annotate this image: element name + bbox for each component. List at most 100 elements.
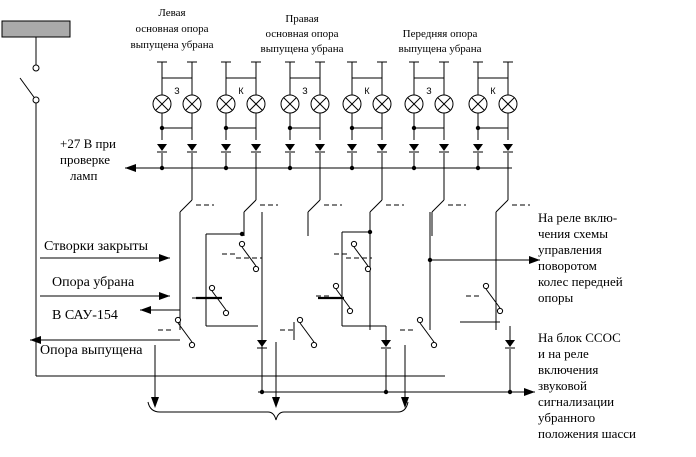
doors-closed-label: Створки закрыты: [44, 239, 149, 254]
turn-relay-label-5: колес передней: [538, 274, 623, 289]
ssos-label-6: убранного: [538, 410, 595, 425]
ssos-label-2: и на реле: [538, 346, 589, 361]
right-gear-states: выпущена убрана: [261, 43, 344, 55]
left-gear-contact-bottom: [192, 284, 230, 317]
upper-contact-2: [243, 199, 278, 236]
upper-contact-4: [369, 199, 404, 236]
output-diode-front: [505, 340, 515, 347]
junction-dot: [475, 165, 481, 171]
ssos-label-7: положения шасси: [538, 426, 636, 441]
turn-relay-label-3: управления: [538, 242, 602, 257]
contact-terminal: [310, 341, 318, 349]
test-diode: [473, 144, 483, 151]
left-gear-title-1: Левая: [158, 7, 185, 19]
sau-arrow: [140, 306, 151, 314]
right-gear-title-2: основная опора: [265, 28, 338, 40]
lamp-mark-6: К: [490, 86, 496, 96]
turn-relay-label-1: На реле вклю-: [538, 210, 617, 225]
contact-terminal: [222, 309, 230, 317]
contact-terminal: [364, 265, 372, 273]
test-diode: [377, 144, 387, 151]
gear-retracted-label: Опора убрана: [52, 275, 135, 290]
contact-terminal: [346, 307, 354, 315]
contact-terminal: [296, 316, 304, 324]
lamp-mark-5: З: [426, 86, 431, 96]
contact-terminal: [496, 307, 504, 315]
test-diode: [157, 144, 167, 151]
junction-dot: [223, 125, 229, 131]
lamp-test-label-3: ламп: [70, 168, 97, 183]
ssos-label-5: сигнализации: [538, 394, 614, 409]
lamp-mark-4: К: [364, 86, 370, 96]
gear-extended-arrow: [30, 336, 41, 344]
left-gear-lower-contact: [280, 316, 318, 349]
test-diode: [503, 144, 513, 151]
lamp-test-label-1: +27 В при: [60, 136, 116, 151]
test-diode: [409, 144, 419, 151]
lamp-mark-3: З: [302, 86, 307, 96]
lamp-unit-2: К: [216, 61, 266, 200]
right-gear-contact-top: [334, 240, 372, 273]
sau-contact: [158, 316, 196, 349]
power-source-block: [1, 20, 71, 38]
main-switch: [19, 37, 445, 377]
limit-switch-contacts: [158, 199, 530, 395]
left-gear-states: выпущена убрана: [131, 39, 214, 51]
upper-contact-3: [307, 199, 342, 236]
front-gear-states: выпущена убрана: [399, 43, 482, 55]
junction-dot: [287, 165, 293, 171]
contact-terminal: [188, 341, 196, 349]
ssos-label-1: На блок ССОС: [538, 330, 621, 345]
output-diode-right: [381, 340, 391, 347]
turn-relay-label-6: опоры: [538, 290, 573, 305]
contact-terminal: [238, 240, 246, 248]
contact-terminal: [332, 282, 340, 290]
junction-dot: [159, 125, 165, 131]
ssos-label-3: включения: [538, 362, 598, 377]
junction-dot: [159, 165, 165, 171]
turn-relay-label-2: чения схемы: [538, 226, 608, 241]
gear-retracted-arrow: [159, 292, 170, 300]
junction-dot: [475, 125, 481, 131]
front-gear-title: Передняя опора: [403, 28, 478, 40]
lamp-unit-6: К: [468, 61, 518, 200]
junction-dot: [287, 125, 293, 131]
contact-terminal: [430, 341, 438, 349]
sau-label: В САУ-154: [52, 308, 118, 323]
upper-contact-1: [179, 199, 214, 236]
front-gear-contact: [466, 282, 504, 315]
contact-terminal: [174, 316, 182, 324]
output-bus: [147, 342, 409, 421]
junction-dot: [349, 165, 355, 171]
left-gear-contact-top: [222, 240, 260, 273]
contact-terminal: [252, 265, 260, 273]
ssos-label-4: звуковой: [538, 378, 587, 393]
test-diode: [221, 144, 231, 151]
junction-dot: [411, 165, 417, 171]
test-diode: [187, 144, 197, 151]
test-diode: [285, 144, 295, 151]
contact-terminal: [416, 316, 424, 324]
contact-terminal: [482, 282, 490, 290]
contact-terminal: [350, 240, 358, 248]
lamp-unit-1: З: [152, 61, 202, 200]
lamp-unit-4: К: [342, 61, 392, 200]
lamp-test-label-2: проверке: [60, 152, 110, 167]
turn-relay-label-4: поворотом: [538, 258, 597, 273]
doors-closed-arrow: [159, 254, 170, 262]
upper-contact-6: [495, 199, 530, 236]
junction-dot: [239, 231, 245, 237]
gear-extended-label: Опора выпущена: [40, 343, 143, 358]
junction-dot: [411, 125, 417, 131]
lamp-unit-5: З: [404, 61, 454, 200]
test-diode: [347, 144, 357, 151]
lamp-unit-3: З: [280, 61, 330, 200]
output-diode-left: [257, 340, 267, 347]
turn-relay-arrow: [529, 256, 540, 264]
lamp-mark-2: К: [238, 86, 244, 96]
test-diode: [439, 144, 449, 151]
junction-dot: [349, 125, 355, 131]
test-diode: [251, 144, 261, 151]
